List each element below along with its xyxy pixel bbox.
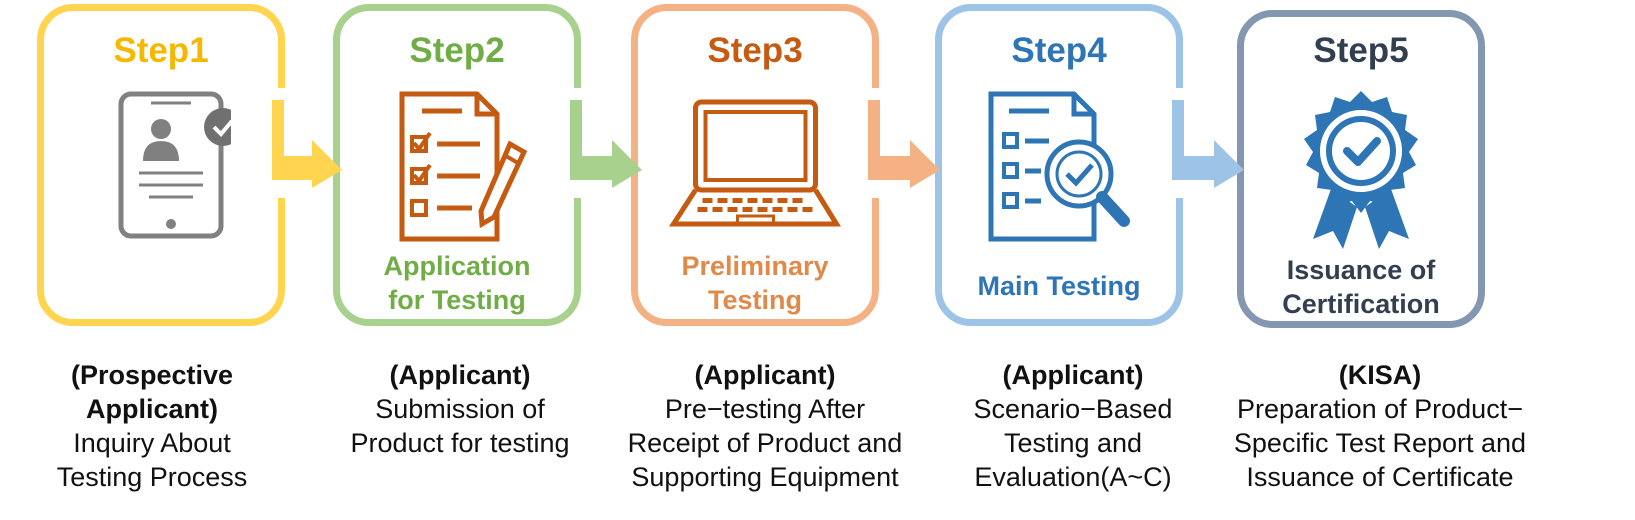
step2-description: (Applicant) Submission of Product for te… (290, 358, 630, 460)
step4-label-line1: Main Testing (977, 271, 1141, 301)
step5-label: Issuance of Certification (1244, 253, 1478, 321)
laptop-icon (668, 96, 843, 241)
step2-label-line1: Application (383, 251, 531, 281)
step4-title: Step4 (1011, 31, 1107, 70)
step3-desc-line3: Supporting Equipment (631, 462, 899, 492)
step1-role-line2: Applicant) (86, 394, 218, 424)
step4-label: Main Testing (942, 269, 1176, 303)
step1-title: Step1 (113, 31, 209, 70)
arrow-right-icon (1172, 100, 1244, 188)
step5-label-line2: Certification (1282, 289, 1440, 319)
step1-role-line1: (Prospective (70, 360, 234, 390)
step5-title: Step5 (1313, 31, 1409, 70)
step1-card: Step1 (37, 4, 285, 326)
step2-role: (Applicant) (389, 360, 531, 390)
mobile-profile-verified-icon (91, 89, 242, 254)
step3-role: (Applicant) (694, 360, 836, 390)
step1-desc-line1: Inquiry About (73, 428, 231, 458)
step2-label: Application for Testing (340, 249, 574, 317)
step2-desc-line2: Product for testing (350, 428, 570, 458)
arrow-right-icon (868, 100, 940, 188)
step3-desc-line2: Receipt of Product and (627, 428, 903, 458)
step5-desc-line3: Issuance of Certificate (1246, 462, 1514, 492)
step3-desc-line1: Pre−testing After (664, 394, 866, 424)
step5-role: (KISA) (1338, 360, 1422, 390)
step2-title: Step2 (409, 31, 505, 70)
certificate-badge-icon (1291, 89, 1431, 254)
step3-title: Step3 (707, 31, 803, 70)
step5-desc-line2: Specific Test Report and (1233, 428, 1527, 458)
step5-card: Step5 Issuance of Certification (1237, 10, 1485, 328)
arrow-right-icon (570, 100, 642, 188)
step1-desc-line2: Testing Process (56, 462, 248, 492)
step5-desc-line1: Preparation of Product− (1237, 394, 1523, 424)
step3-label-line2: Testing (708, 285, 802, 315)
document-magnifier-check-icon (979, 89, 1139, 249)
step2-card: Step2 Application for Testing (333, 4, 581, 326)
step4-role: (Applicant) (1002, 360, 1144, 390)
step1-description: (Prospective Applicant) Inquiry About Te… (0, 358, 322, 494)
step4-description: (Applicant) Scenario−Based Testing and E… (903, 358, 1243, 494)
step3-label-line1: Preliminary (681, 251, 829, 281)
step4-desc-line1: Scenario−Based (973, 394, 1173, 424)
step5-label-line1: Issuance of (1286, 255, 1436, 285)
step5-description: (KISA) Preparation of Product− Specific … (1205, 358, 1555, 494)
checklist-pen-icon (382, 89, 532, 249)
step3-label: Preliminary Testing (638, 249, 872, 317)
step3-card: Step3 Preliminary Testing (631, 4, 879, 326)
step4-desc-line2: Testing and (1003, 428, 1143, 458)
step4-card: Step4 Main Testing (935, 4, 1183, 326)
step4-desc-line3: Evaluation(A~C) (974, 462, 1172, 492)
step2-desc-line1: Submission of (375, 394, 545, 424)
arrow-right-icon (272, 100, 342, 188)
step3-description: (Applicant) Pre−testing After Receipt of… (595, 358, 935, 494)
step2-label-line2: for Testing (388, 285, 526, 315)
